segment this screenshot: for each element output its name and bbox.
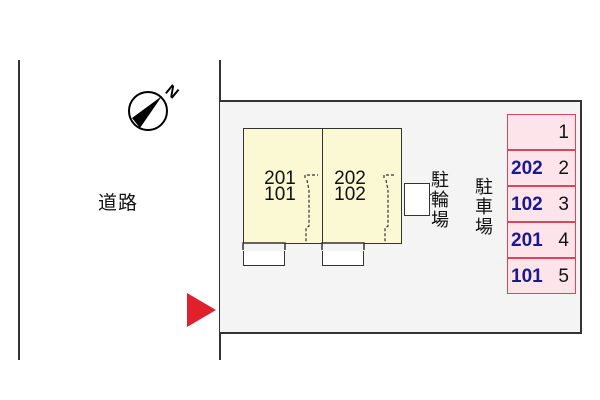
parking-number: 2	[558, 158, 569, 179]
bicycle-parking-shed	[404, 183, 430, 216]
unit-label-upper: 202	[334, 168, 366, 189]
unit-label-upper: 201	[264, 168, 296, 189]
bicycle-parking-label: 駐 輪 場	[431, 170, 449, 231]
parking-space-2: 202 2	[507, 150, 576, 186]
parking-room: 102	[511, 194, 543, 215]
parking-room: 101	[511, 266, 543, 287]
parking-number: 3	[558, 194, 569, 215]
building-unit-202-102	[322, 128, 402, 244]
parking-space-1: 1	[507, 114, 576, 150]
parking-lot-label: 駐 車 場	[475, 177, 493, 238]
parking-room: 201	[511, 230, 543, 251]
parking-space-4: 201 4	[507, 222, 576, 258]
entrance-arrow-icon	[187, 293, 216, 327]
parking-number: 1	[558, 122, 569, 143]
building-unit-201-101	[243, 128, 323, 244]
unit-label-lower: 102	[334, 184, 366, 205]
north-compass-icon: N	[126, 80, 186, 136]
parking-number: 5	[558, 266, 569, 287]
parking-space-3: 102 3	[507, 186, 576, 222]
parking-number: 4	[558, 230, 569, 251]
parking-room: 202	[511, 158, 543, 179]
parking-space-5: 101 5	[507, 258, 576, 294]
unit-label-lower: 101	[264, 184, 296, 205]
road-left-edge	[18, 60, 20, 360]
road-label: 道路	[98, 192, 139, 214]
